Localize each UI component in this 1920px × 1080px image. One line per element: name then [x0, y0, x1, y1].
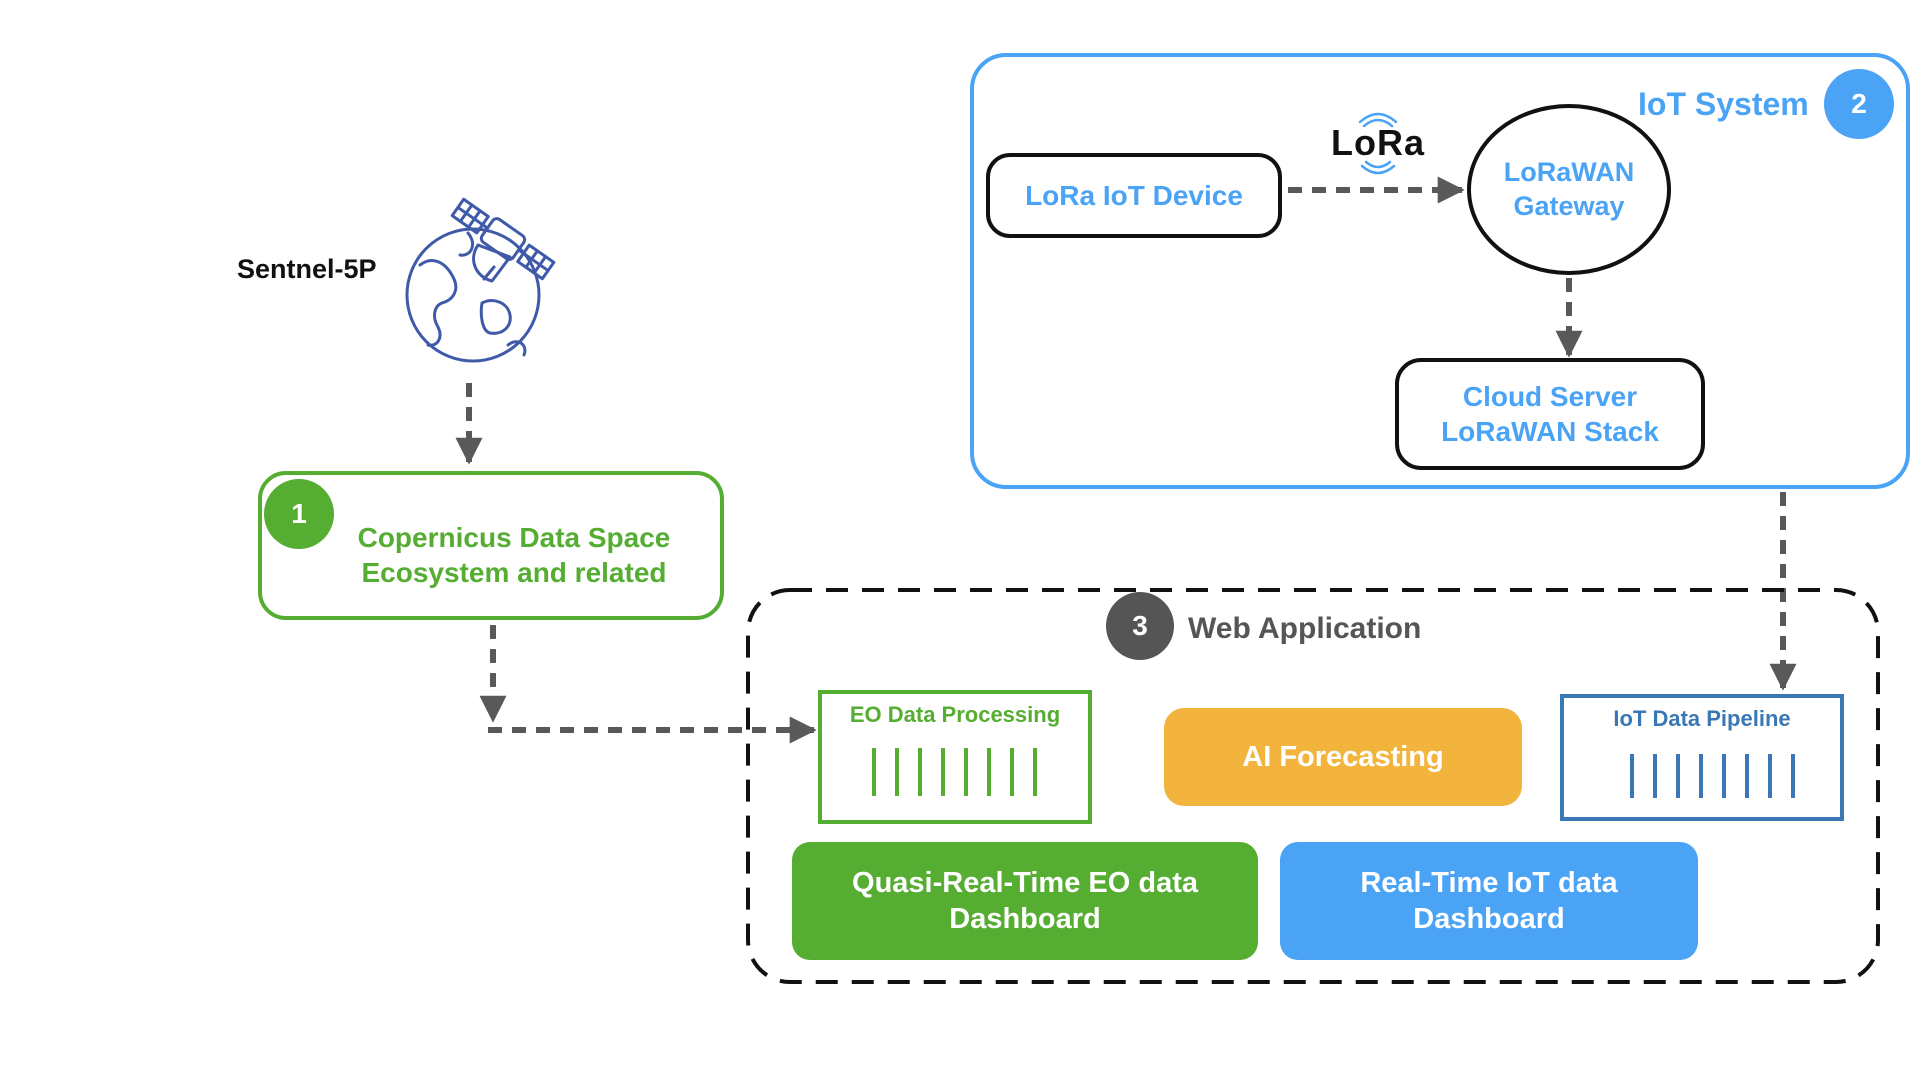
iot-pipeline-bars-icon	[1630, 754, 1795, 798]
copernicus-box	[258, 471, 724, 620]
eo-dashboard-box: Quasi-Real-Time EO data Dashboard	[792, 842, 1258, 960]
cloud-server-box: Cloud Server LoRaWAN Stack	[1395, 358, 1705, 470]
lorawan-gateway-node: LoRaWAN Gateway	[1467, 104, 1671, 275]
ai-forecasting-box: AI Forecasting	[1164, 708, 1522, 806]
iot-data-pipeline-box: IoT Data Pipeline	[1560, 694, 1844, 821]
iot-system-number-badge: 2	[1824, 69, 1894, 139]
web-application-container	[746, 588, 1880, 984]
lora-logo: LoRa	[1320, 112, 1436, 176]
lora-logo-text: LoRa	[1331, 122, 1425, 163]
satellite-label: Sentnel-5P	[237, 254, 377, 284]
iot-dashboard-box: Real-Time IoT data Dashboard	[1280, 842, 1698, 960]
copernicus-number-badge: 1	[264, 479, 334, 549]
eo-processing-bars-icon	[872, 748, 1037, 796]
iot-data-pipeline-label: IoT Data Pipeline	[1613, 706, 1791, 731]
web-application-title: Web Application	[1188, 612, 1422, 645]
copernicus-label: Copernicus Data Space Ecosystem and rela…	[357, 522, 671, 588]
lora-iot-device-box: LoRa IoT Device	[986, 153, 1282, 238]
eo-data-processing-label: EO Data Processing	[849, 702, 1061, 727]
satellite-earth-icon	[405, 197, 556, 363]
lora-wave-icon	[1358, 112, 1398, 175]
eo-data-processing-box: EO Data Processing	[818, 690, 1092, 824]
iot-system-container	[970, 53, 1910, 489]
iot-system-title: IoT System	[1638, 86, 1809, 122]
web-application-number-badge: 3	[1106, 592, 1174, 660]
